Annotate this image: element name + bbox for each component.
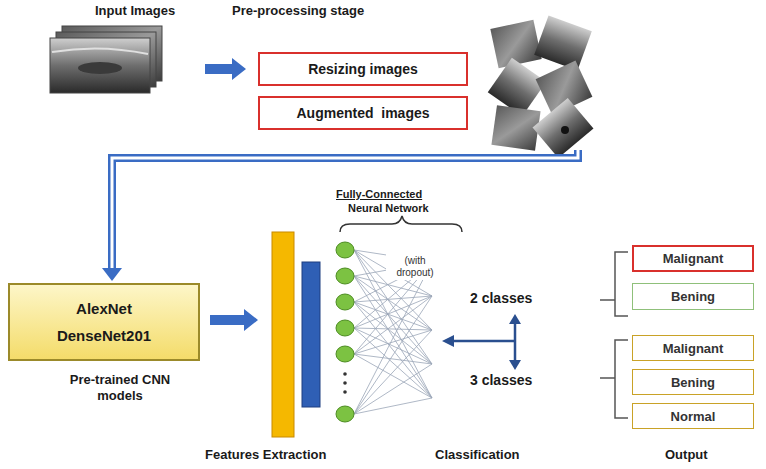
- label-text: (with dropout): [386, 254, 444, 280]
- connection-line: [354, 330, 432, 354]
- neuron: [336, 320, 354, 336]
- output-box: Malignant: [632, 245, 754, 272]
- feature-bar: [272, 232, 294, 437]
- connection-line: [354, 364, 432, 414]
- flow-line-inner: [112, 150, 578, 270]
- arrow-head: [509, 360, 521, 370]
- neuron: [336, 346, 354, 362]
- connection-line: [354, 328, 432, 330]
- output-box: Bening: [632, 283, 754, 310]
- box-text: AlexNet: [76, 300, 132, 317]
- box-text: Malignant: [663, 251, 724, 266]
- dot: [343, 390, 347, 394]
- ellipsis-dots: [343, 372, 347, 394]
- label-text: Features Extraction: [205, 447, 326, 462]
- output-box: Normal: [632, 403, 754, 429]
- arrow-head: [442, 335, 454, 347]
- network-neurons: [336, 242, 354, 422]
- class-arrows: [442, 314, 521, 370]
- label-text: Neural Network: [348, 202, 429, 214]
- label-text: 2 classes: [470, 290, 532, 306]
- brace: [340, 216, 462, 232]
- label-text: Input Images: [95, 3, 175, 18]
- box-text: Augmented images: [296, 105, 429, 121]
- arrow-head: [102, 268, 122, 281]
- label-text: Pre-processing stage: [232, 3, 364, 18]
- box-text: Bening: [671, 289, 715, 304]
- connection-line: [354, 328, 432, 364]
- connection-line: [354, 330, 432, 414]
- feature-bar: [302, 262, 320, 407]
- process-box: Resizing images: [258, 52, 468, 86]
- neuron: [336, 242, 354, 258]
- label-text: 3 classes: [470, 372, 532, 388]
- box-text: Resizing images: [308, 61, 418, 77]
- flow-arrow: [210, 309, 258, 331]
- neuron: [336, 406, 354, 422]
- connection-line: [354, 262, 432, 414]
- output-box: Bening: [632, 369, 754, 395]
- lesion: [78, 62, 122, 74]
- connection-line: [354, 296, 432, 328]
- process-box: Augmented images: [258, 96, 468, 130]
- connection-line: [354, 276, 432, 398]
- ultrasound-image: [50, 38, 150, 93]
- connection-line: [354, 302, 432, 398]
- neuron: [336, 268, 354, 284]
- augmented-image: [533, 98, 594, 158]
- connection-line: [354, 296, 432, 414]
- box-text: Normal: [671, 409, 716, 424]
- neuron: [336, 294, 354, 310]
- input-image-stack: [50, 26, 162, 93]
- box-text: DenseNet201: [57, 327, 151, 344]
- lesion: [561, 126, 569, 134]
- connection-line: [354, 276, 432, 364]
- label-text: Fully-Connected: [336, 188, 422, 200]
- dot: [343, 372, 347, 376]
- dot: [343, 381, 347, 385]
- augmented-image: [534, 15, 592, 70]
- augmented-image: [488, 58, 546, 116]
- bracket: [600, 340, 628, 418]
- box-text: Malignant: [663, 341, 724, 356]
- connection-line: [354, 296, 432, 354]
- pointer-arrow: [452, 340, 515, 343]
- output-box: Malignant: [632, 335, 754, 361]
- box-text: Bening: [671, 375, 715, 390]
- augmented-collage: [488, 15, 594, 158]
- arrow-head: [509, 314, 521, 324]
- model-box: AlexNetDenseNet201: [8, 283, 200, 361]
- label-text: Output: [665, 447, 708, 462]
- connection-line: [354, 398, 432, 414]
- label-text: Pre-trained CNN models: [55, 372, 185, 403]
- flow-arrow: [205, 58, 246, 80]
- bracket: [600, 252, 628, 316]
- label-text: Classification: [435, 447, 520, 462]
- tissue-line: [52, 48, 148, 54]
- flow-line: [112, 150, 578, 270]
